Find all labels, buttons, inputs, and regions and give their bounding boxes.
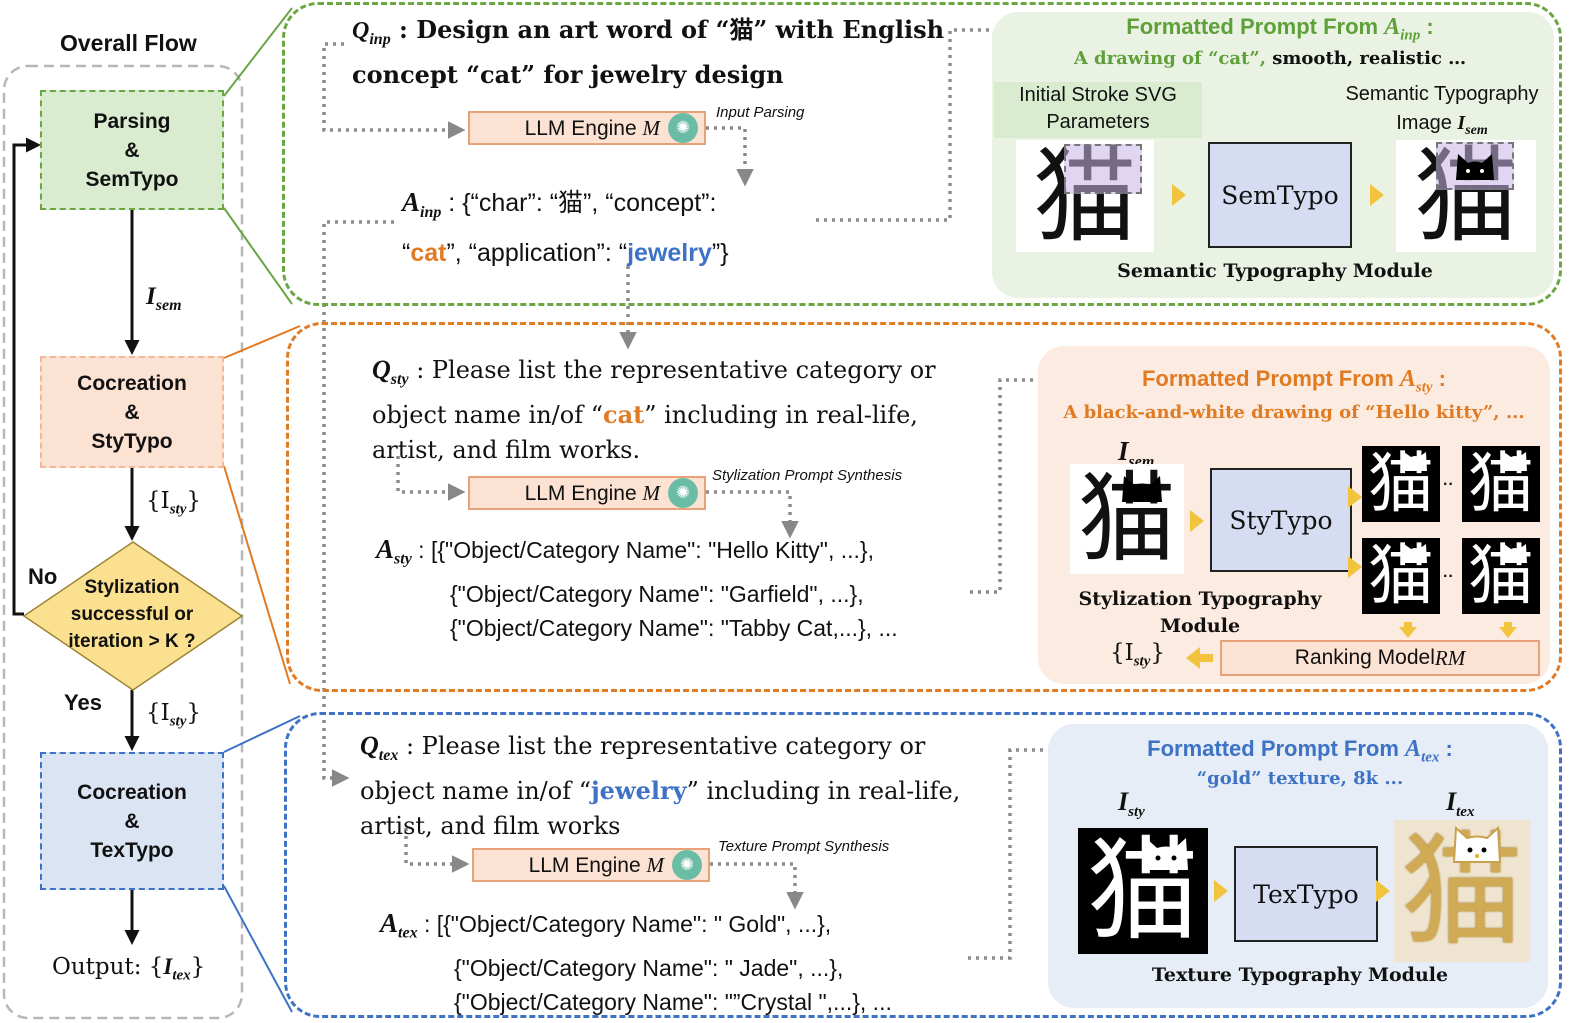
panel-subtitle-tex: “gold” texture, 8k ... [1196,768,1404,789]
q-tex-text: Qtex : Please list the representative ca… [360,731,961,840]
flow-box-line: & [124,400,140,424]
yellow-arrow [1214,880,1228,902]
yellow-arrow [1190,510,1204,532]
stytypo-module: StyTypo [1210,468,1352,572]
flow-box-line: & [124,138,140,162]
stylized-image-1: 猫 [1362,446,1440,522]
yellow-left-arrow [1186,647,1200,669]
flow-label-i-sty-set: {Isty} [146,488,202,518]
yellow-arrow [1370,184,1384,206]
i-sty-label: Isty [1118,787,1145,821]
llm-note-texture: Texture Prompt Synthesis [718,838,890,855]
yellow-arrow [1376,880,1390,902]
openai-icon: ✺ [668,113,698,143]
i-sty-output-label: {Isty} [1110,640,1166,670]
llm-engine-input: LLM Engine M ✺ [468,111,706,145]
texture-output-image: 猫 [1394,820,1530,962]
i-tex-label: Itex [1446,787,1475,821]
section-stylization [286,322,1562,692]
semantic-typography-image: 猫 [1396,140,1536,252]
stroke-highlight-box [1064,144,1142,194]
kitty-head-icon [1452,826,1502,863]
yellow-arrow [1348,556,1362,578]
a-sty-text: Asty : [{"Object/Category Name": "Hello … [376,534,898,641]
semantic-typography-module-caption: Semantic Typography Module [1117,260,1433,282]
cat-head-icon [1122,476,1162,502]
stylized-image-2: 猫 [1462,446,1540,522]
decision-line: successful or [70,604,194,625]
texture-typography-module-caption: Texture Typography Module [1151,964,1449,986]
ranking-model: Ranking Model RM [1220,640,1540,676]
llm-engine-texture: LLM Engine M ✺ [472,848,710,882]
kitty-head-icon [1403,544,1427,563]
kitty-head-icon [1403,452,1427,471]
yes-label: Yes [64,690,102,715]
kitty-head-icon [1503,544,1527,563]
a-inp-text: Ainp : {“char”: “猫”, “concept”: “cat”, “… [402,187,729,267]
ellipsis-dots: ·· [1443,476,1454,493]
openai-icon: ✺ [668,478,698,508]
semantic-input-image: 猫 [1070,464,1184,574]
flow-box-cocreation-textypo: Cocreation & TexTypo [40,752,224,890]
flow-label-i-sem: Isem [146,283,182,314]
stylized-input-image: 猫 [1078,828,1208,954]
yellow-arrow-stem [1404,622,1412,628]
stylized-image-3: 猫 [1362,538,1440,614]
yellow-arrow [1348,486,1362,508]
cat-head-highlight [1436,142,1514,190]
ellipsis-dots: ·· [1443,568,1454,585]
yellow-arrow-stem [1504,622,1512,628]
yellow-arrow [1172,184,1186,206]
q-sty-text: Qsty : Please list the representative ca… [372,355,936,464]
cat-head-icon [1456,154,1494,180]
overall-flow-title: Overall Flow [60,30,197,56]
flow-box-line: & [124,809,140,833]
panel-subtitle-sty: A black-and-white drawing of “Hello kitt… [1063,402,1525,423]
kitty-head-icon [1503,452,1527,471]
yellow-down-arrow [1499,627,1517,638]
decision-diamond [22,541,244,691]
yellow-down-arrow [1399,627,1417,638]
panel-title-tex: Formatted Prompt From Atex : [1147,736,1453,766]
flow-box-parsing-semtypo: Parsing & SemTypo [40,90,224,210]
flow-box-line: Cocreation [77,780,187,804]
llm-engine-stylization: LLM Engine M ✺ [468,476,706,510]
flow-box-line: StyTypo [91,429,173,453]
panel-subtitle-inp: A drawing of “cat”, smooth, realistic … [1073,48,1467,69]
no-label: No [28,564,58,589]
decision-line: iteration > K ? [68,631,196,652]
flow-box-cocreation-stytypo: Cocreation & StyTypo [40,356,224,468]
semtypo-module: SemTypo [1208,142,1352,248]
svg-params-label: Initial Stroke SVG Parameters [994,82,1202,138]
decision-line: Stylization [84,577,180,598]
llm-note-input-parsing: Input Parsing [716,104,805,121]
a-tex-text: Atex : [{"Object/Category Name": " Gold"… [380,908,892,1015]
flow-box-line: TexTypo [90,838,174,862]
initial-stroke-image: 猫 [1016,140,1154,252]
sem-image-label: Semantic Typography Image Isem [1345,83,1539,138]
flow-box-line: Parsing [93,109,171,133]
q-inp-text: Qinp : Design an art word of “猫” with En… [352,15,945,89]
output-label: Output: {Itex} [52,954,206,984]
flow-box-line: SemTypo [85,167,179,191]
flow-box-line: Cocreation [77,371,187,395]
section-parsing [282,2,1562,306]
stylized-image-4: 猫 [1462,538,1540,614]
llm-note-stylization: Stylization Prompt Synthesis [712,467,903,484]
textypo-module: TexTypo [1234,846,1378,942]
panel-title-sty: Formatted Prompt From Asty : [1141,366,1447,396]
kitty-head-icon [1144,838,1188,870]
openai-icon: ✺ [672,850,702,880]
flow-label-i-sty-set-2: {Isty} [146,700,202,730]
panel-title-inp: Formatted Prompt From Ainp : [1126,14,1434,44]
stylization-typography-module-caption: Stylization Typography Module [1078,588,1322,637]
yellow-arrow-stem [1199,654,1213,662]
section-texture [284,712,1562,1018]
decision-text: Stylization successful or iteration > K … [40,574,224,655]
